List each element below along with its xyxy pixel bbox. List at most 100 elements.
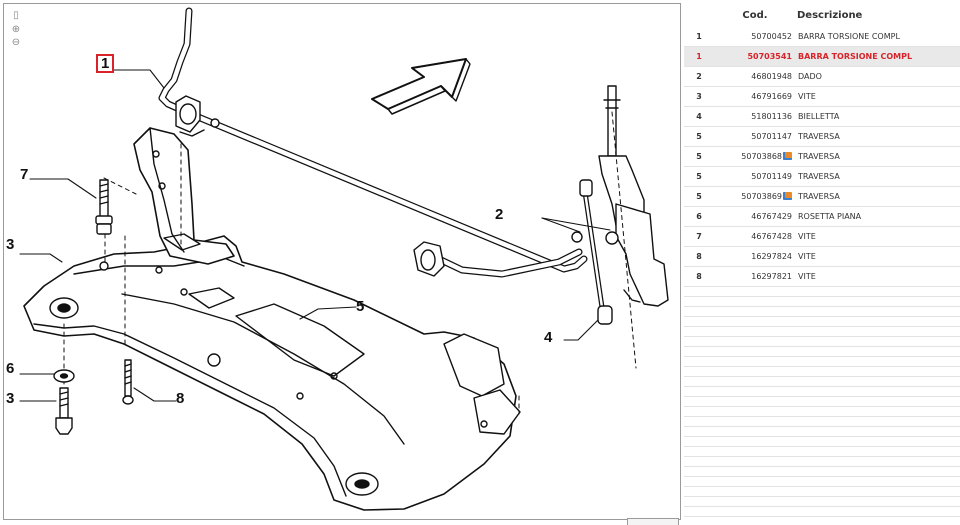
part-code[interactable]: 50700452: [751, 32, 792, 41]
part-code-cell[interactable]: 46801948: [714, 66, 796, 87]
callout-7[interactable]: 7: [20, 166, 29, 183]
package-icon[interactable]: [783, 192, 792, 200]
callout-3-lower[interactable]: 3: [6, 390, 15, 407]
empty-cell: [684, 286, 714, 297]
part-code-cell[interactable]: 46767429: [714, 206, 796, 227]
empty-cell: [714, 476, 796, 487]
empty-row: [684, 456, 960, 467]
empty-cell: [684, 466, 714, 477]
empty-cell: [684, 366, 714, 377]
header-description[interactable]: Descrizione: [797, 9, 863, 21]
callout-5[interactable]: 5: [356, 298, 365, 315]
part-code-cell[interactable]: 50703541: [714, 46, 796, 67]
package-icon[interactable]: [783, 152, 792, 160]
empty-cell: [714, 336, 796, 347]
part-code-cell[interactable]: 16297821: [714, 266, 796, 287]
part-description: ROSETTA PIANA: [796, 206, 960, 227]
callout-1[interactable]: 1: [96, 54, 115, 73]
zoom-in-icon[interactable]: ⊕: [11, 24, 21, 35]
part-code[interactable]: 50703869: [741, 192, 782, 201]
part-code[interactable]: 46767429: [751, 212, 792, 221]
washer-6: [53, 369, 75, 383]
part-code-cell[interactable]: 50701147: [714, 126, 796, 147]
part-ref: 5: [684, 166, 714, 187]
empty-cell: [796, 436, 960, 447]
torsion-bar: [158, 7, 588, 278]
part-code-cell[interactable]: 50701149: [714, 166, 796, 187]
callout-4[interactable]: 4: [544, 329, 553, 346]
part-code[interactable]: 16297821: [751, 272, 792, 281]
empty-cell: [714, 356, 796, 367]
part-description: TRAVERSA: [796, 126, 960, 147]
empty-cell: [796, 316, 960, 327]
part-ref: 6: [684, 206, 714, 227]
part-code-cell[interactable]: 16297824: [714, 246, 796, 267]
empty-row: [684, 486, 960, 497]
part-code[interactable]: 46801948: [751, 72, 792, 81]
empty-cell: [684, 456, 714, 467]
part-ref: 7: [684, 226, 714, 247]
part-code-cell[interactable]: 50703868: [714, 146, 796, 167]
empty-cell: [714, 396, 796, 407]
part-code[interactable]: 50701149: [751, 172, 792, 181]
part-code[interactable]: 50703868: [741, 152, 782, 161]
empty-cell: [714, 426, 796, 437]
empty-cell: [796, 396, 960, 407]
empty-cell: [714, 446, 796, 457]
page-icon[interactable]: ▯: [13, 10, 19, 21]
part-code[interactable]: 50701147: [751, 132, 792, 141]
part-code[interactable]: 16297824: [751, 252, 792, 261]
part-code-cell[interactable]: 51801136: [714, 106, 796, 127]
callout-6[interactable]: 6: [6, 360, 15, 377]
part-code[interactable]: 50703541: [747, 52, 792, 61]
part-code-cell[interactable]: 46791669: [714, 86, 796, 107]
parts-row[interactable]: 6 46767429 ROSETTA PIANA: [684, 206, 960, 227]
part-code-cell[interactable]: 50700452: [714, 27, 796, 47]
direction-arrow: [371, 58, 467, 110]
empty-cell: [684, 326, 714, 337]
callout-3-upper[interactable]: 3: [6, 236, 15, 253]
callout-8[interactable]: 8: [176, 390, 185, 407]
empty-cell: [796, 366, 960, 377]
part-code-cell[interactable]: 46767428: [714, 226, 796, 247]
empty-cell: [684, 486, 714, 497]
empty-cell: [796, 286, 960, 297]
empty-row: [684, 466, 960, 477]
empty-cell: [796, 486, 960, 497]
scroll-tab[interactable]: [627, 518, 679, 525]
empty-cell: [796, 426, 960, 437]
part-code-cell[interactable]: 50703869: [714, 186, 796, 207]
empty-row: [684, 446, 960, 457]
empty-cell: [714, 366, 796, 377]
part-code[interactable]: 46791669: [751, 92, 792, 101]
empty-row: [684, 506, 960, 517]
header-code[interactable]: Cod.: [742, 9, 768, 21]
empty-cell: [684, 316, 714, 327]
zoom-out-icon[interactable]: ⊖: [11, 37, 21, 48]
empty-cell: [714, 306, 796, 317]
empty-cell: [684, 416, 714, 427]
empty-cell: [796, 346, 960, 357]
callout-2[interactable]: 2: [495, 206, 504, 223]
part-code[interactable]: 51801136: [751, 112, 792, 121]
empty-cell: [714, 386, 796, 397]
empty-cell: [684, 386, 714, 397]
mounting-bracket: [133, 127, 235, 265]
empty-cell: [714, 516, 796, 524]
part-code[interactable]: 46767428: [751, 232, 792, 241]
empty-cell: [714, 466, 796, 477]
part-description: BARRA TORSIONE COMPL: [796, 27, 960, 47]
